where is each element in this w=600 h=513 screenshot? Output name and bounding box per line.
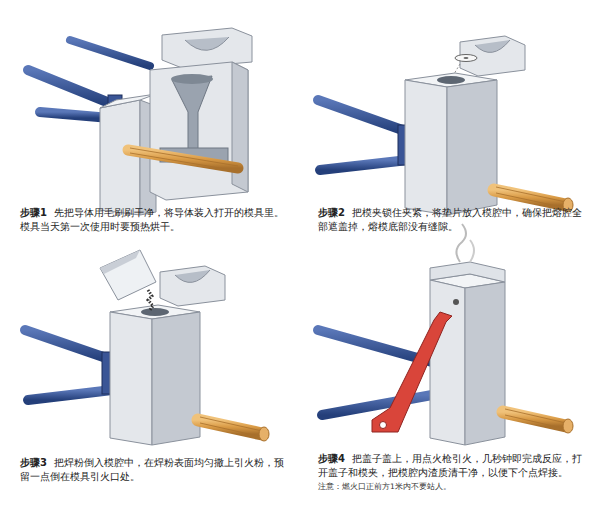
step-heading: 步骤4 <box>318 453 345 464</box>
step1-illustration <box>28 28 252 215</box>
safety-note: 注意：燃火口正前方1米内不要站人。 <box>318 482 590 493</box>
step-heading: 步骤1 <box>20 207 47 218</box>
step-text: 把盖子盖上，用点火枪引火，几秒钟即完成反应，打开盖子和模夹，把模腔内渣质清干净，… <box>318 453 582 478</box>
step-text: 把模夹锁住夹紧，将垫片放入模腔中，确保把熔腔全部遮盖掉，熔模底部没有缝隙。 <box>318 207 582 232</box>
step3-illustration <box>25 250 269 445</box>
step2-illustration <box>318 36 573 215</box>
step-caption: 步骤2把模夹锁住夹紧，将垫片放入模腔中，确保把熔腔全部遮盖掉，熔模底部没有缝隙。 <box>318 206 586 234</box>
step-caption: 步骤1先把导体用毛刷刷干净，将导体装入打开的模具里。模具当天第一次使用时要预热烘… <box>20 206 288 234</box>
step-caption: 步骤3把焊粉倒入模腔中，在焊粉表面均匀撒上引火粉，预留一点倒在模具引火口处。 <box>20 456 288 484</box>
step-heading: 步骤2 <box>318 207 345 218</box>
step4-illustration <box>318 224 573 445</box>
step-text: 先把导体用毛刷刷干净，将导体装入打开的模具里。模具当天第一次使用时要预热烘干。 <box>20 207 284 232</box>
step-caption: 步骤4把盖子盖上，用点火枪引火，几秒钟即完成反应，打开盖子和模夹，把模腔内渣质清… <box>318 452 590 493</box>
step-text: 把焊粉倒入模腔中，在焊粉表面均匀撒上引火粉，预留一点倒在模具引火口处。 <box>20 457 284 482</box>
step-heading: 步骤3 <box>20 457 47 468</box>
